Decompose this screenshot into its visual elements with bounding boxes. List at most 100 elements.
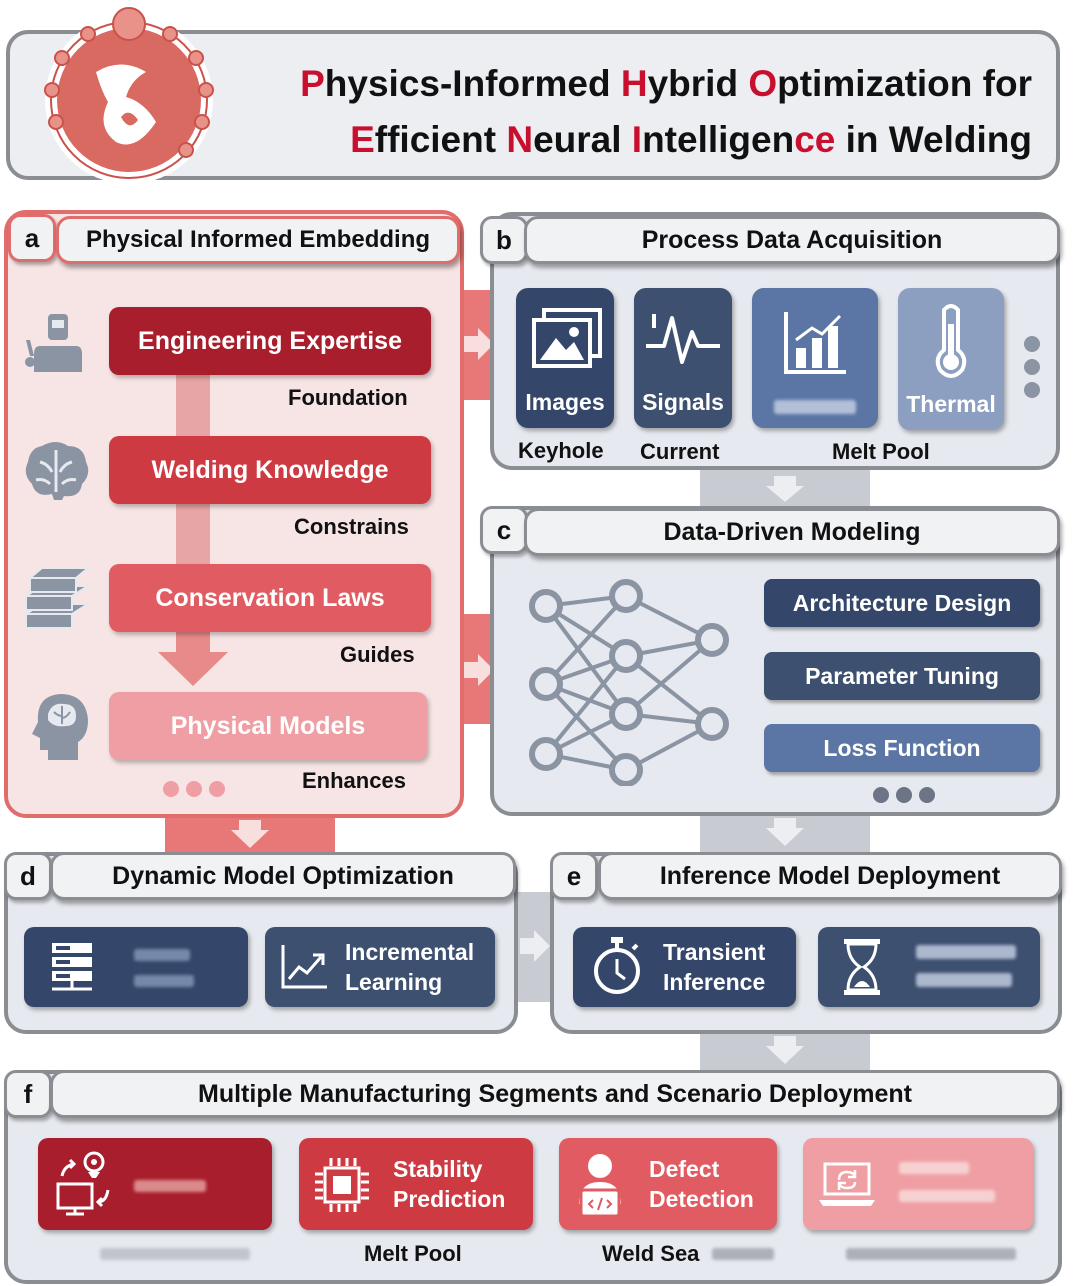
relation-constrains: Constrains: [294, 514, 409, 539]
sub-current: Current: [640, 439, 720, 464]
hourglass-icon: [844, 939, 880, 995]
bar-chart-icon: [784, 312, 846, 374]
head-brain-icon: [32, 694, 88, 760]
incremental-label-1: Incremental: [345, 939, 475, 965]
transient-label-1: Transient: [663, 939, 766, 965]
title-line-1: Physics-Informed Hybrid Optimization for: [232, 56, 1032, 112]
more-dot: [873, 787, 889, 803]
engineer-icon: [579, 1154, 621, 1218]
defect-label-2: Detection: [649, 1186, 754, 1212]
step-engineering-expertise: Engineering Expertise: [109, 307, 431, 375]
tile-thermal: Thermal: [898, 288, 1004, 430]
arrow-down-icon: [231, 820, 269, 848]
blurred-label: [846, 1248, 1016, 1260]
relation-foundation: Foundation: [288, 385, 408, 410]
stopwatch-icon: [594, 937, 640, 994]
books-icon: [22, 567, 92, 629]
brain-icon: [25, 442, 89, 500]
thermometer-icon: [935, 304, 967, 378]
panel-d-title: Dynamic Model Optimization: [50, 852, 516, 900]
welder-icon: [25, 314, 82, 372]
more-dot: [919, 787, 935, 803]
sub-melt-pool: Melt Pool: [832, 439, 930, 464]
step-conservation-laws: Conservation Laws: [109, 564, 431, 632]
title-text: hysics-Informed: [324, 63, 621, 104]
title-line-2: Efficient Neural Intelligence in Welding: [232, 112, 1032, 168]
more-dot: [163, 781, 179, 797]
loss-function-button: Loss Function: [764, 724, 1040, 772]
sub-keyhole: Keyhole: [518, 438, 604, 463]
chip-icon: [315, 1158, 369, 1212]
arrow-right-icon: [464, 328, 494, 360]
more-dot: [1024, 359, 1040, 375]
blurred-label: [916, 945, 1016, 959]
card-incremental-learning: Incremental Learning: [265, 927, 495, 1007]
title-text: ntelligen: [642, 119, 795, 160]
panel-a-letter: a: [8, 214, 56, 262]
trend-chart-icon: [281, 945, 327, 989]
more-dot: [1024, 336, 1040, 352]
stability-label-1: Stability: [393, 1156, 483, 1182]
arrow-right-icon: [520, 930, 550, 962]
card-laptop-sync: [803, 1138, 1033, 1230]
tile-melt-pool: [752, 288, 878, 428]
blurred-label: [774, 400, 856, 414]
sub-melt-pool-f: Melt Pool: [364, 1241, 462, 1266]
server-icon: [52, 943, 92, 991]
card-stability-prediction: Stability Prediction: [299, 1138, 533, 1230]
panel-d-letter: d: [4, 852, 52, 900]
relation-enhances: Enhances: [302, 768, 406, 793]
more-dot: [896, 787, 912, 803]
title-accent-letter: H: [620, 63, 648, 104]
step-physical-models: Physical Models: [109, 692, 427, 760]
panel-a-title: Physical Informed Embedding: [56, 216, 460, 264]
stability-label-2: Prediction: [393, 1186, 506, 1212]
title-accent-letter: E: [350, 119, 375, 160]
blurred-label: [100, 1248, 250, 1260]
panel-e-title: Inference Model Deployment: [598, 852, 1062, 900]
tile-signals: Signals: [634, 288, 732, 428]
phoenix-logo: [44, 7, 214, 184]
parameter-tuning-button: Parameter Tuning: [764, 652, 1040, 700]
title-text: in Welding: [835, 119, 1032, 160]
more-dot: [186, 781, 202, 797]
blurred-label: [916, 973, 1012, 987]
title-text: ybrid: [647, 63, 749, 104]
arrow-down-icon: [766, 476, 804, 502]
more-dot: [209, 781, 225, 797]
title-accent-letter: ce: [794, 119, 836, 160]
tile-images-label: Images: [525, 389, 605, 415]
panel-f-title: Multiple Manufacturing Segments and Scen…: [50, 1070, 1060, 1118]
arrow-down-icon: [158, 632, 228, 686]
panel-b-title: Process Data Acquisition: [524, 216, 1060, 264]
arrow-right-icon: [464, 654, 494, 686]
laptop-sync-icon: [819, 1162, 875, 1206]
title-text: eural: [533, 119, 632, 160]
defect-label-1: Defect: [649, 1156, 720, 1182]
panel-e-letter: e: [550, 852, 598, 900]
card-remote-monitoring: [38, 1138, 272, 1230]
title-accent-letter: I: [631, 119, 643, 160]
card-defect-detection: Defect Detection: [559, 1138, 777, 1230]
transient-label-2: Inference: [663, 969, 766, 995]
title-text: ptimization for: [777, 63, 1032, 104]
arrow-down-icon: [766, 1036, 804, 1064]
blurred-label: [134, 1180, 206, 1192]
more-dot: [1024, 382, 1040, 398]
tile-images: Images: [516, 288, 614, 428]
header-title: Physics-Informed Hybrid Optimization for…: [232, 56, 1032, 168]
title-accent-letter: N: [506, 119, 534, 160]
panel-c-letter: c: [480, 506, 528, 554]
tile-thermal-label: Thermal: [906, 391, 996, 417]
title-accent-letter: O: [748, 63, 778, 104]
relation-guides: Guides: [340, 642, 415, 667]
waveform-icon: [646, 314, 720, 364]
tile-signals-label: Signals: [642, 389, 724, 415]
sub-weld-seam: Weld Sea: [602, 1241, 700, 1266]
panel-c-title: Data-Driven Modeling: [524, 508, 1060, 556]
blurred-label: [899, 1162, 969, 1174]
card-transient-inference: Transient Inference: [573, 927, 796, 1007]
panel-b-letter: b: [480, 216, 528, 264]
blurred-label: [134, 949, 190, 961]
images-icon: [532, 308, 602, 368]
